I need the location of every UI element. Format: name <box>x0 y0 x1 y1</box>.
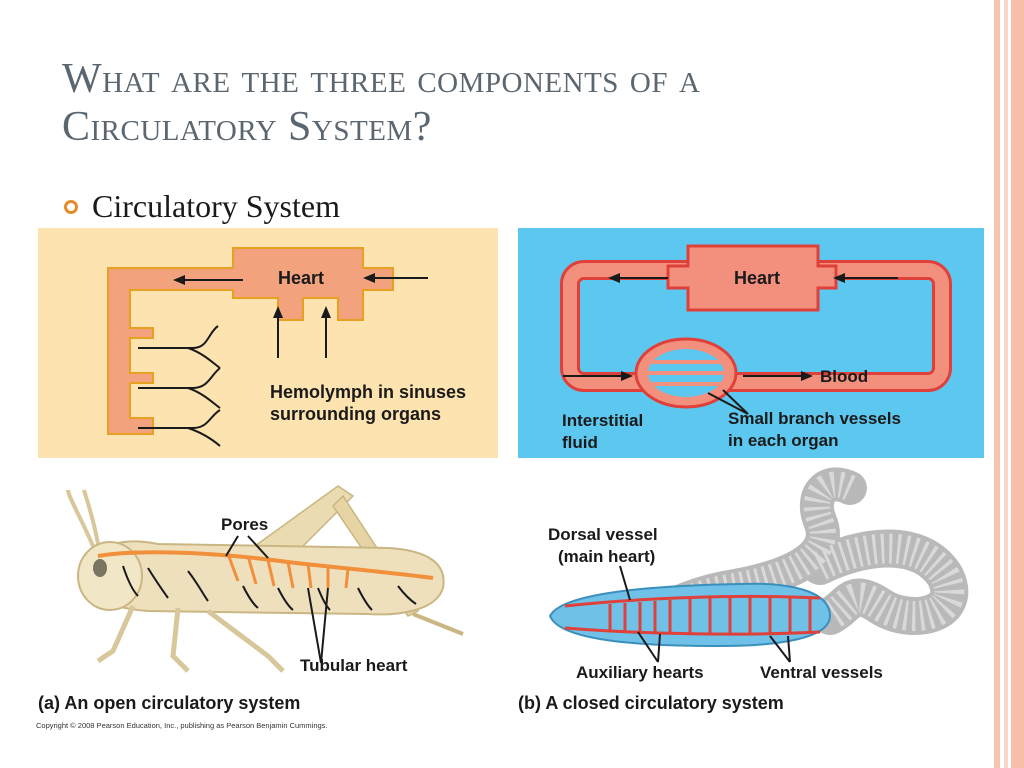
title-line-1: What are the three components of a <box>62 56 701 102</box>
earthworm-illustration: Dorsal vessel (main heart) Auxiliary hea… <box>520 466 980 686</box>
title-line-2: Circulatory System? <box>62 104 432 150</box>
blood-label: Blood <box>820 367 868 386</box>
hemolymph-label-2: surrounding organs <box>270 404 441 424</box>
hemolymph-label-1: Hemolymph in sinuses <box>270 382 466 402</box>
circle-bullet-icon <box>64 199 78 214</box>
open-system-diagram: Heart Hemolymph in sinuses surrounding o… <box>38 228 498 458</box>
copyright-text: Copyright © 2008 Pearson Education, Inc.… <box>36 721 328 730</box>
open-heart-label: Heart <box>278 268 324 288</box>
auxiliary-label: Auxiliary hearts <box>576 663 704 682</box>
interstitial-label-2: fluid <box>562 433 598 452</box>
bullet-text: Circulatory System <box>92 188 340 224</box>
vessels-label-1: Small branch vessels <box>728 409 901 428</box>
ventral-label: Ventral vessels <box>760 663 883 682</box>
pores-label: Pores <box>221 515 268 534</box>
caption-a: (a) An open circulatory system <box>38 693 301 713</box>
slide-title: What are the three components of a Circu… <box>62 55 942 151</box>
closed-heart-label: Heart <box>734 268 780 288</box>
tubular-heart-label: Tubular heart <box>300 656 408 675</box>
caption-b: (b) A closed circulatory system <box>518 693 784 713</box>
dorsal-label-1: Dorsal vessel <box>548 525 658 544</box>
interstitial-label-1: Interstitial <box>562 411 643 430</box>
dorsal-label-2: (main heart) <box>558 547 655 566</box>
bullet-item: Circulatory System <box>64 188 340 225</box>
grasshopper-illustration: Pores Tubular heart <box>38 476 498 686</box>
closed-system-diagram: Heart Blood Interstitial fluid Small bra… <box>518 228 984 458</box>
vessels-label-2: in each organ <box>728 431 839 450</box>
